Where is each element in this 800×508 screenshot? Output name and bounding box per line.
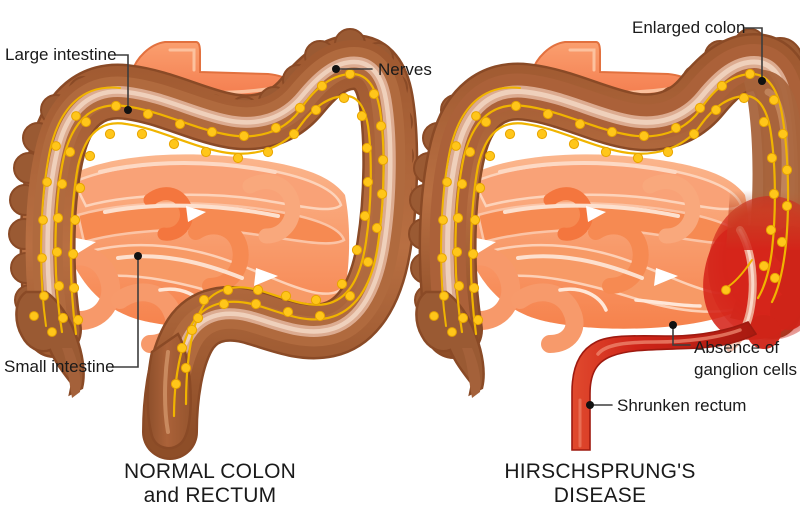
label-shrunken-rectum: Shrunken rectum — [617, 396, 746, 415]
anchor-dot-small-intestine — [134, 252, 142, 260]
caption-hirschsprung-line1: HIRSCHSPRUNG'S — [504, 460, 695, 483]
callout-large-intestine: Large intestine — [5, 45, 132, 114]
callout-shrunken-rectum: Shrunken rectum — [586, 396, 746, 415]
label-absence-of-ganglion-line2: ganglion cells — [694, 360, 797, 379]
caption-normal-line2: and RECTUM — [144, 484, 277, 507]
anchor-dot-enlarged-colon — [758, 77, 766, 85]
anchor-dot-nerves — [332, 65, 340, 73]
large-intestine-hirschsprung — [408, 28, 800, 451]
label-enlarged-colon: Enlarged colon — [632, 18, 745, 37]
leader-line-absence-ganglion — [672, 327, 691, 346]
anchor-dot-absence-ganglion — [669, 321, 677, 329]
ganglion-cells-hirschsprung — [429, 68, 793, 337]
caption-hirschsprung-line2: DISEASE — [554, 484, 646, 507]
small-intestine-hirschsprung — [448, 154, 750, 353]
caption-normal-line1: NORMAL COLON — [124, 460, 296, 483]
aganglionic-zone — [703, 190, 800, 352]
callout-enlarged-colon: Enlarged colon — [632, 18, 766, 85]
anchor-dot-large-intestine — [124, 106, 132, 114]
shrunken-rectum — [571, 320, 758, 451]
callout-nerves: Nerves — [332, 60, 432, 79]
leader-line-large-intestine — [114, 54, 129, 111]
callout-absence-of-ganglion-cells: Absence of ganglion cells — [669, 321, 797, 379]
caption-normal-colon: NORMAL COLON and RECTUM — [124, 460, 296, 507]
panel-normal-colon — [8, 28, 419, 460]
label-nerves: Nerves — [378, 60, 432, 79]
callout-small-intestine: Small intestine — [4, 252, 142, 376]
colon-wall-overlay-normal — [25, 40, 413, 454]
label-large-intestine: Large intestine — [5, 45, 117, 64]
label-small-intestine: Small intestine — [4, 357, 115, 376]
leader-line-small-intestine — [111, 257, 139, 368]
ganglion-cells-normal — [29, 68, 389, 390]
label-absence-of-ganglion-line1: Absence of — [694, 338, 779, 357]
caption-hirschsprung: HIRSCHSPRUNG'S DISEASE — [504, 460, 695, 507]
panel-hirschsprung-disease — [408, 28, 800, 451]
leader-line-enlarged-colon — [743, 27, 763, 79]
large-intestine-normal — [8, 28, 419, 460]
anchor-dot-shrunken-rectum — [586, 401, 594, 409]
